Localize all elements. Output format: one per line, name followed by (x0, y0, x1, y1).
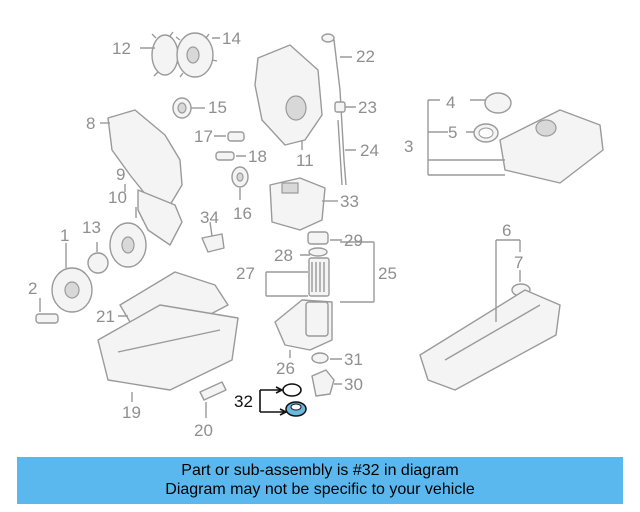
part-31-ring (311, 352, 329, 364)
part-28-ring (308, 247, 328, 257)
callout-13[interactable]: 13 (82, 218, 101, 237)
callout-2[interactable]: 2 (28, 279, 37, 298)
callout-21[interactable]: 21 (96, 307, 115, 326)
callout-3[interactable]: 3 (404, 137, 413, 156)
part-30-sender (311, 369, 335, 397)
part-5-seal (473, 123, 499, 143)
callout-14[interactable]: 14 (222, 29, 241, 48)
callout-19[interactable]: 19 (122, 403, 141, 422)
callout-31[interactable]: 31 (344, 350, 363, 369)
callout-26[interactable]: 26 (276, 359, 295, 378)
callout-27[interactable]: 27 (236, 264, 255, 283)
callout-11[interactable]: 11 (296, 151, 314, 170)
callout-4[interactable]: 4 (446, 93, 455, 112)
callout-8[interactable]: 8 (86, 114, 95, 133)
callout-23[interactable]: 23 (358, 98, 377, 117)
part-27-filter (308, 257, 330, 297)
callout-15[interactable]: 15 (208, 98, 227, 117)
callout-29[interactable]: 29 (344, 231, 363, 250)
part-32-seal-group (259, 383, 307, 417)
callout-30[interactable]: 30 (344, 375, 363, 394)
part-17-bolt (227, 131, 245, 142)
callout-17[interactable]: 17 (194, 127, 213, 146)
part-13-idler (87, 252, 109, 274)
part-12-belt (151, 31, 179, 77)
part-8-cover (107, 109, 183, 206)
callout-32[interactable]: 32 (234, 392, 253, 411)
part-22-dipstick (321, 33, 347, 186)
callout-28[interactable]: 28 (274, 246, 293, 265)
part-3-valve-cover (499, 109, 604, 184)
part-2-bolt (35, 313, 59, 324)
part-10-pulley (109, 222, 147, 268)
part-20-sealant (199, 381, 227, 401)
callout-10[interactable]: 10 (108, 188, 127, 207)
part-11-cover (254, 44, 323, 146)
parts-diagram: 1 2 3 4 5 6 7 8 9 10 11 12 13 14 15 16 1… (28, 29, 604, 440)
callout-25[interactable]: 25 (378, 264, 397, 283)
part-9-bracket (137, 189, 183, 246)
part-32-o-ring (282, 383, 302, 397)
part-19-oil-pan (97, 304, 239, 391)
part-24-tube (337, 119, 343, 186)
part-23-seal (334, 101, 346, 113)
part-4-cap (484, 92, 512, 114)
banner-line-1: Part or sub-assembly is #32 in diagram (181, 462, 459, 479)
part-1-damper (51, 267, 93, 313)
callout-16[interactable]: 16 (233, 204, 252, 223)
part-14-sprocket (175, 32, 218, 78)
callout-1[interactable]: 1 (60, 226, 69, 245)
callout-33[interactable]: 33 (340, 192, 359, 211)
callout-12[interactable]: 12 (112, 39, 131, 58)
banner-line-2: Diagram may not be specific to your vehi… (165, 481, 475, 498)
callout-5[interactable]: 5 (448, 123, 457, 142)
info-banner: Part or sub-assembly is #32 in diagram D… (17, 457, 623, 504)
part-15-pulley (172, 97, 192, 119)
part-6-engine-cover (419, 289, 561, 391)
callout-9[interactable]: 9 (116, 165, 125, 184)
callout-6[interactable]: 6 (502, 221, 511, 240)
part-26-housing (274, 299, 333, 351)
callout-7[interactable]: 7 (514, 253, 523, 272)
callout-18[interactable]: 18 (248, 147, 267, 166)
callout-34[interactable]: 34 (200, 208, 219, 227)
callout-22[interactable]: 22 (356, 47, 375, 66)
part-18-bolt (215, 151, 235, 161)
callout-24[interactable]: 24 (360, 141, 379, 160)
part-33-pump (269, 177, 326, 231)
part-29-cap (307, 231, 329, 245)
callout-20[interactable]: 20 (194, 421, 213, 440)
part-16-ring (231, 166, 249, 188)
part-34-bracket (201, 233, 225, 253)
